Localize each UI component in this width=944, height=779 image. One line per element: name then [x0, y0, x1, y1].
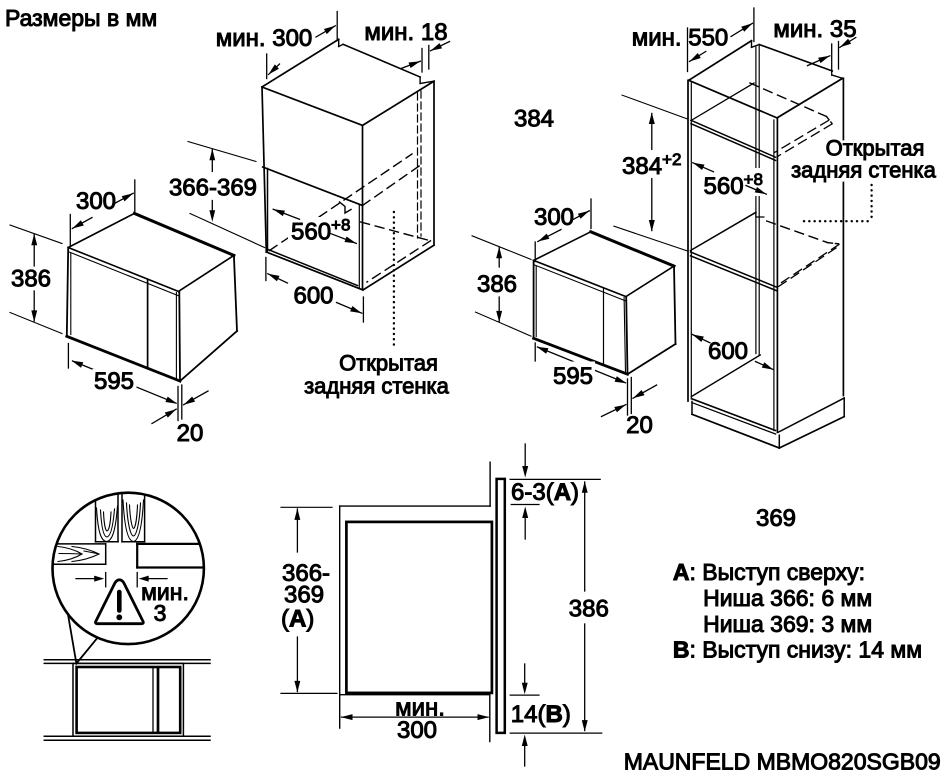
- svg-text:20: 20: [177, 420, 204, 447]
- svg-text:300: 300: [76, 188, 116, 215]
- svg-text:Размеры в мм: Размеры в мм: [5, 5, 157, 31]
- svg-text:369: 369: [284, 582, 324, 609]
- svg-text:386: 386: [477, 271, 517, 298]
- svg-text:300: 300: [397, 717, 437, 744]
- svg-text:595: 595: [553, 363, 593, 390]
- svg-text:(A): (A): [281, 606, 314, 633]
- svg-text:384+2: 384+2: [622, 150, 681, 180]
- svg-text:задняя стенка: задняя стенка: [791, 158, 937, 183]
- svg-text:A: Выступ сверху:: A: Выступ сверху:: [673, 559, 865, 585]
- svg-text:366-: 366-: [282, 560, 330, 587]
- svg-text:B: Выступ снизу: 14 мм: B: Выступ снизу: 14 мм: [673, 637, 922, 663]
- svg-text:3: 3: [154, 600, 167, 626]
- svg-text:14(B): 14(B): [511, 701, 571, 728]
- svg-text:мин. 35: мин. 35: [773, 16, 856, 43]
- svg-text:300: 300: [534, 204, 574, 231]
- svg-text:мин. 300: мин. 300: [216, 25, 313, 52]
- svg-text:мин. 550: мин. 550: [632, 25, 729, 52]
- svg-text:задняя стенка: задняя стенка: [304, 374, 450, 399]
- svg-text:Открытая: Открытая: [826, 136, 925, 161]
- svg-text:560+8: 560+8: [291, 216, 350, 246]
- svg-text:386: 386: [11, 266, 51, 293]
- svg-text:384: 384: [514, 106, 554, 133]
- svg-text:Ниша 366: 6 мм: Ниша 366: 6 мм: [703, 585, 872, 611]
- svg-text:мин.: мин.: [141, 579, 189, 605]
- svg-text:595: 595: [94, 368, 134, 395]
- svg-text:6-3(A): 6-3(A): [511, 479, 579, 506]
- svg-text:мин. 18: мин. 18: [364, 19, 447, 46]
- svg-text:Открытая: Открытая: [339, 351, 438, 376]
- svg-text:Ниша 369: 3 мм: Ниша 369: 3 мм: [703, 611, 872, 637]
- svg-text:369: 369: [756, 505, 796, 532]
- svg-text:мин.: мин.: [395, 695, 445, 722]
- svg-text:366-369: 366-369: [169, 175, 257, 202]
- svg-text:386: 386: [569, 596, 609, 623]
- svg-text:600: 600: [708, 338, 748, 365]
- svg-text:20: 20: [626, 412, 653, 439]
- svg-text:MAUNFELD MBMO820SGB09: MAUNFELD MBMO820SGB09: [624, 749, 941, 775]
- svg-text:600: 600: [293, 283, 333, 310]
